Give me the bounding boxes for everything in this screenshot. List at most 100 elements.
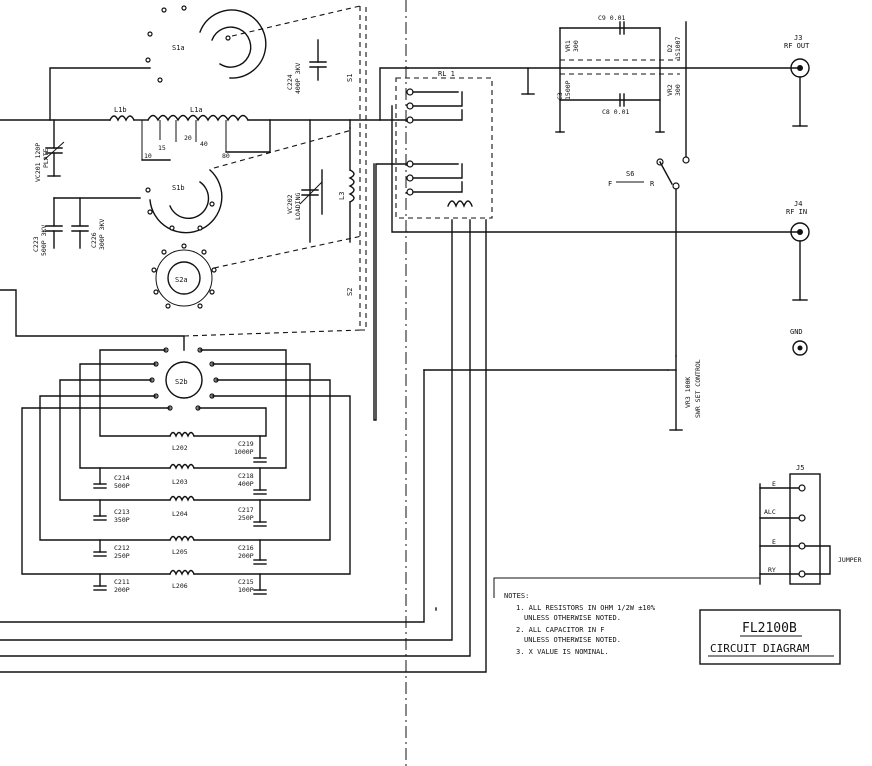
coil-l3: L3 xyxy=(338,127,355,243)
l204-label: L204 xyxy=(172,510,188,518)
resistor-vr3: VR3 100K SWR SET CONTROL xyxy=(667,355,702,431)
wire-feed-left xyxy=(0,67,151,121)
c218-value: 400P xyxy=(238,480,254,488)
s2a-label: S2a xyxy=(175,276,188,284)
capacitor-vc202: VC202 LOADING xyxy=(286,119,323,243)
c212-label: C212 xyxy=(114,544,130,552)
vr1-value: 300 xyxy=(572,40,580,52)
vr3-label: VR3 100K xyxy=(684,377,692,408)
c211-value: 200P xyxy=(114,586,130,594)
coil-l205 xyxy=(169,535,195,542)
c214-label: C214 xyxy=(114,474,130,482)
c215-value: 100P xyxy=(238,586,254,594)
vc202-sub: LOADING xyxy=(294,193,302,220)
notes: NOTES: 1. ALL RESISTORS IN OHM 1/2W ±10%… xyxy=(493,577,760,656)
c217-value: 250P xyxy=(238,514,254,522)
c9-label: C9 0.01 xyxy=(598,14,625,22)
c213-label: C213 xyxy=(114,508,130,516)
c212-value: 250P xyxy=(114,552,130,560)
switch-s2a: S2a xyxy=(151,243,217,309)
vc201-sub: PLATE xyxy=(42,148,50,168)
coil-l203 xyxy=(169,463,195,470)
j5-pin-e2: E xyxy=(772,538,776,546)
coil-l1b xyxy=(109,115,135,122)
rl1-label: RL 1 xyxy=(438,70,455,78)
jumper-label: JUMPER xyxy=(838,556,862,564)
diagram-subtitle: CIRCUIT DIAGRAM xyxy=(710,642,810,655)
switch-s2b: S2b xyxy=(149,347,219,411)
coil-l206 xyxy=(169,569,195,576)
c223-label: C223 xyxy=(32,236,40,252)
c224-label: C224 xyxy=(286,74,294,90)
c214-value: 500P xyxy=(114,482,130,490)
notes-heading: NOTES: xyxy=(504,592,529,600)
switch-s1a: S1a xyxy=(145,5,267,83)
coil-l1a xyxy=(147,114,249,122)
c215-label: C215 xyxy=(238,578,254,586)
vc202-label: VC202 xyxy=(286,194,294,214)
vc201-label: VC201 120P xyxy=(34,143,42,182)
s6-f-label: F xyxy=(608,180,612,188)
l203-label: L203 xyxy=(172,478,188,486)
j4-name: RF IN xyxy=(786,208,807,216)
c213-value: 350P xyxy=(114,516,130,524)
c226-sub: 300P 3KV xyxy=(98,219,106,250)
c211-label: C211 xyxy=(114,578,130,586)
tap-15: 15 xyxy=(158,144,166,152)
l205-label: L205 xyxy=(172,548,188,556)
capacitor-c224: C224 400P 3KV xyxy=(286,39,327,94)
c223-sub: 500P 3KV xyxy=(40,225,48,256)
coil-l202 xyxy=(169,431,195,438)
swr-sensor: C9 0.01 C8 0.01 VR1 300 C3 1500P D2 1S10… xyxy=(521,14,690,164)
relay-rl1: RL 1 xyxy=(395,70,493,219)
tap-40: 40 xyxy=(200,140,208,148)
s2-label: S2 xyxy=(346,288,354,296)
c3-label: C3 xyxy=(556,92,564,100)
c219-value: 1000P xyxy=(234,448,254,456)
c218-label: C218 xyxy=(238,472,254,480)
tap-20: 20 xyxy=(184,134,192,142)
notes-line-2: UNLESS OTHERWISE NOTED. xyxy=(524,614,621,622)
capacitor-vc201: VC201 120P PLATE xyxy=(34,119,65,182)
c216-label: C216 xyxy=(238,544,254,552)
switch-s6: S6 F R xyxy=(608,158,680,357)
notes-line-1: 1. ALL RESISTORS IN OHM 1/2W ±10% xyxy=(516,604,656,612)
switch-s1b: S1b xyxy=(145,169,223,234)
j4-ref: J4 xyxy=(794,200,802,208)
d2-label: D2 xyxy=(666,44,674,52)
l202-label: L202 xyxy=(172,444,188,452)
tap-10: 10 xyxy=(144,152,152,160)
c3-value: 1500P xyxy=(564,80,572,100)
j5-pin-alc: ALC xyxy=(764,508,776,516)
notes-line-4: UNLESS OTHERWISE NOTED. xyxy=(524,636,621,644)
s1-label: S1 xyxy=(346,74,354,82)
coil-l204 xyxy=(169,495,195,502)
capacitor-c223: C223 500P 3KV xyxy=(32,197,63,256)
vr2-value: 300 xyxy=(674,84,682,96)
c217-label: C217 xyxy=(238,506,254,514)
s1a-label: S1a xyxy=(172,44,185,52)
vr2-label: VR2 xyxy=(666,84,674,96)
c219-label: C219 xyxy=(238,440,254,448)
j5-pin-ry: RY xyxy=(768,566,776,574)
vr1-label: VR1 xyxy=(564,40,572,52)
gnd-label: GND xyxy=(790,328,803,336)
c8-label: C8 0.01 xyxy=(602,108,629,116)
vr3-sub: SWR SET CONTROL xyxy=(694,359,702,418)
l206-label: L206 xyxy=(172,582,188,590)
notes-line-3: 2. ALL CAPACITOR IN F xyxy=(516,626,605,634)
connector-j3: J3 RF OUT xyxy=(784,34,810,127)
c224-sub: 400P 3KV xyxy=(294,63,302,94)
s1b-label: S1b xyxy=(172,184,185,192)
tap-80: 80 xyxy=(222,152,230,160)
notes-line-5: 3. X VALUE IS NOMINAL. xyxy=(516,648,609,656)
title-block: FL2100B CIRCUIT DIAGRAM xyxy=(699,609,841,665)
l3-label: L3 xyxy=(338,192,346,200)
s1-s2-mech-link xyxy=(359,6,367,331)
s2b-label: S2b xyxy=(175,378,188,386)
lowpass-filter: L202 L203 L204 L205 L206 C219 1000P C218… xyxy=(21,349,351,595)
l1b-label: L1b xyxy=(114,106,127,114)
connector-j5: J5 E ALC E RY JUMPER xyxy=(759,464,862,585)
connector-j4: J4 RF IN xyxy=(786,200,810,301)
